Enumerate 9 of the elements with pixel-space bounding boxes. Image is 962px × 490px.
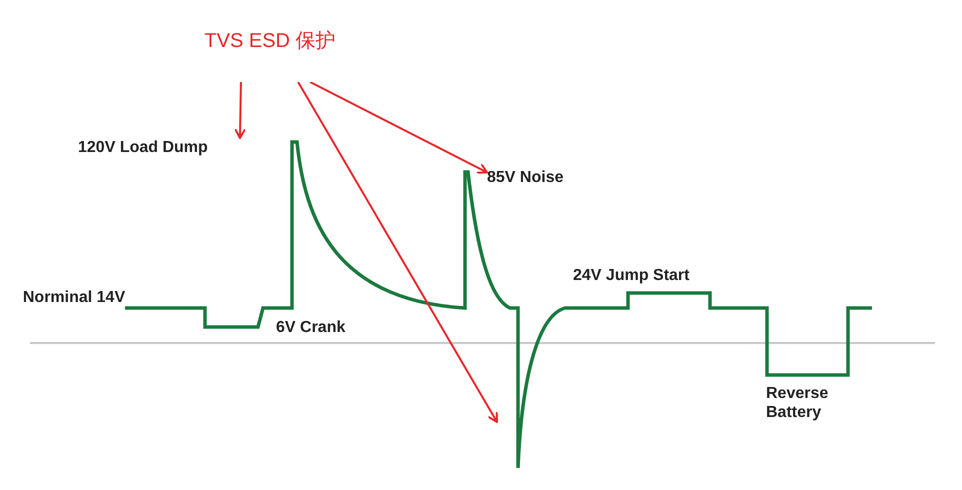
waveform-label: 120V Load Dump [78, 138, 283, 157]
arrow [234, 82, 246, 139]
waveform-label: Reverse Battery [766, 384, 830, 422]
arrow [297, 82, 498, 423]
waveform-label: 6V Crank [276, 318, 346, 337]
waveform-label: Norminal 14V [22, 288, 126, 307]
waveform-label: 85V Noise [487, 168, 597, 187]
waveform-label: 24V Jump Start [573, 266, 690, 285]
arrow [310, 81, 488, 174]
